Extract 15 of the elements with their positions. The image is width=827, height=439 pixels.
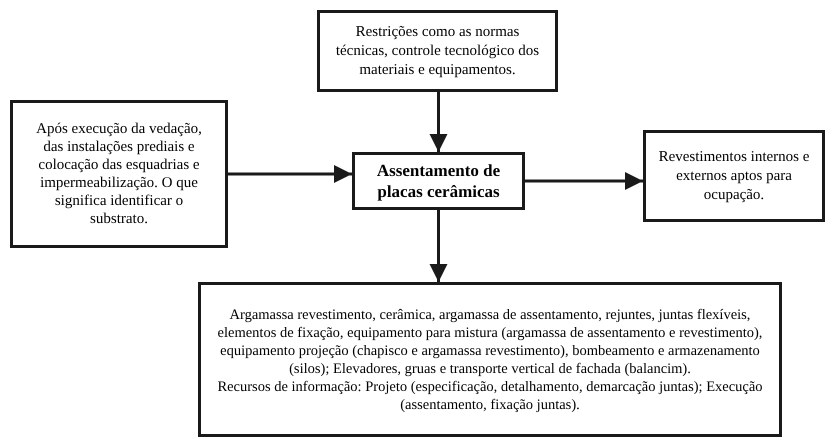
box-text: Revestimentos internos e externos aptos para ocupação. <box>658 148 810 204</box>
arrow <box>430 210 448 282</box>
process-box <box>198 282 782 437</box>
arrow <box>228 165 352 183</box>
process-box <box>643 130 825 222</box>
process-box <box>317 10 558 92</box>
box-text: Argamassa revestimento, cerâmica, argamassa de assentamento, rejuntes, juntas flexíveis, elementos de fixação, equipamento para mistura (argamassa de assentamento e revestimento), equipamento projeção (chapisco e argamassa revestimento), bombeamento e armazenamento (silos); Elevadores, gruas e transporte vertical de fachada (balancim). <box>216 306 764 378</box>
arrow <box>430 92 448 152</box>
box-text: Assentamento de placas cerâmicas <box>376 160 502 202</box>
box-text: Após execução da vedação, das instalações prediais e colocação das esquadrias e impermeabilização. O que significa identificar o substrato. <box>35 120 203 228</box>
box-text: Restrições como as normas técnicas, controle tecnológico dos materiais e equipamentos. <box>334 22 540 80</box>
process-box <box>352 152 525 210</box>
arrow <box>525 172 643 190</box>
box-text: Recursos de informação: Projeto (especificação, detalhamento, demarcação juntas); Execução (assentamento, fixação juntas). <box>216 378 764 414</box>
process-box <box>10 100 228 248</box>
